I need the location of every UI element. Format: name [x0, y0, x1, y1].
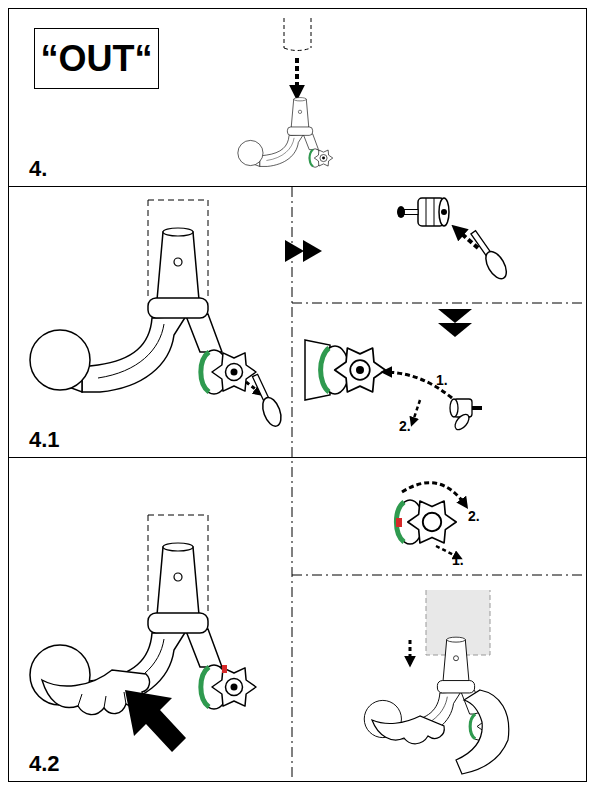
- callout-number: 2.: [399, 418, 411, 434]
- key-slot: [441, 209, 447, 215]
- step-number: 4.: [29, 156, 47, 182]
- next-arrow: [438, 323, 472, 337]
- next-arrow: [303, 240, 322, 262]
- dust-cap: [238, 373, 297, 433]
- key-head: [472, 406, 482, 410]
- green-mark: [321, 348, 329, 392]
- lock-with-key: [450, 399, 482, 432]
- hand: [456, 690, 509, 774]
- receiver-tube: [284, 18, 311, 51]
- step-panel: 4. “OUT“: [8, 8, 587, 187]
- insert-arrow: [384, 372, 452, 398]
- lock-face: [450, 399, 458, 417]
- towbar: [30, 228, 256, 394]
- callout-number: 2.: [468, 508, 480, 524]
- mode-tag: “OUT“: [34, 28, 159, 89]
- next-arrow: [438, 309, 472, 323]
- lock-ring: [434, 198, 435, 226]
- callout-number: 1.: [436, 372, 448, 388]
- cap-disk: [452, 412, 471, 432]
- red-mark: [222, 665, 227, 673]
- step-number: 4.1: [29, 427, 60, 453]
- knob-detail: [396, 500, 456, 544]
- lock-ring: [426, 198, 427, 226]
- key-head: [397, 206, 405, 218]
- star-knob: [335, 348, 386, 392]
- key-blade: [404, 210, 418, 215]
- star-knob: [408, 501, 456, 543]
- finger-line: [78, 692, 126, 708]
- lock-face: [439, 198, 449, 226]
- towbar: [238, 98, 333, 168]
- divider: [292, 187, 293, 782]
- step-number: 4.2: [29, 751, 60, 777]
- divider: [292, 303, 587, 304]
- green-mark: [396, 502, 404, 542]
- turn-arrow: [412, 400, 420, 424]
- dust-cap: [463, 230, 516, 284]
- callout-number: 1.: [452, 552, 464, 568]
- green-red-mark: [222, 665, 227, 673]
- next-arrow: [285, 240, 304, 262]
- down-arrow: [295, 58, 299, 96]
- knob-detail: [305, 340, 385, 400]
- hand: [372, 716, 444, 744]
- step-panel: 4.1: [8, 186, 587, 458]
- push-arrow: [125, 690, 186, 752]
- lock-with-key: [397, 198, 449, 226]
- turn-arrow: [402, 483, 466, 506]
- mode-label: “OUT“: [41, 38, 153, 80]
- divider: [292, 575, 587, 576]
- lock-cylinder: [423, 513, 441, 531]
- step-panel: 4.2: [8, 457, 587, 782]
- down-arrow: [409, 640, 412, 664]
- red-mark: [396, 518, 402, 527]
